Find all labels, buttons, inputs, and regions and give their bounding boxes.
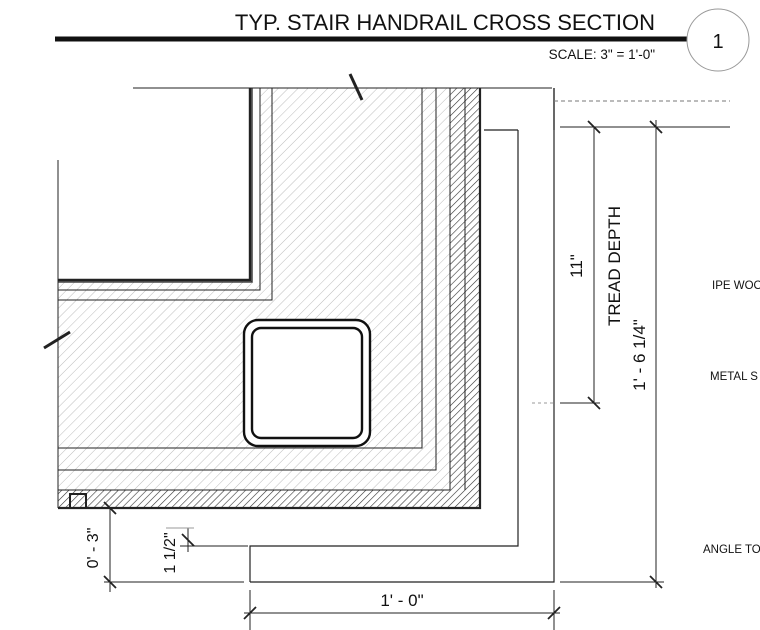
dim-width: 1' - 0" [380,591,423,610]
note-metal: METAL S [710,371,758,383]
detail-number: 1 [712,31,723,53]
dim-tread-height: 11" [567,254,586,278]
title-block: TYP. STAIR HANDRAIL CROSS SECTION SCALE:… [55,8,750,72]
detail-bubble [686,8,750,72]
note-angle: ANGLE TO [703,544,760,556]
dim-angle-offset: 1 1/2" [162,532,179,573]
dim-overall-height: 1' - 6 1/4" [630,319,649,391]
dim-bottom-offset: 0' - 3" [85,528,102,569]
detail-title: TYP. STAIR HANDRAIL CROSS SECTION [235,10,655,35]
break-marks [43,73,364,350]
note-ipe-wood: IPE WOO [712,280,760,292]
scale-label: SCALE: 3" = 1'-0" [549,47,656,62]
dim-tread-depth-label: TREAD DEPTH [605,206,624,326]
dimension-lines [103,120,664,630]
steel-angle [249,88,555,583]
metal-square-tube [242,318,372,448]
